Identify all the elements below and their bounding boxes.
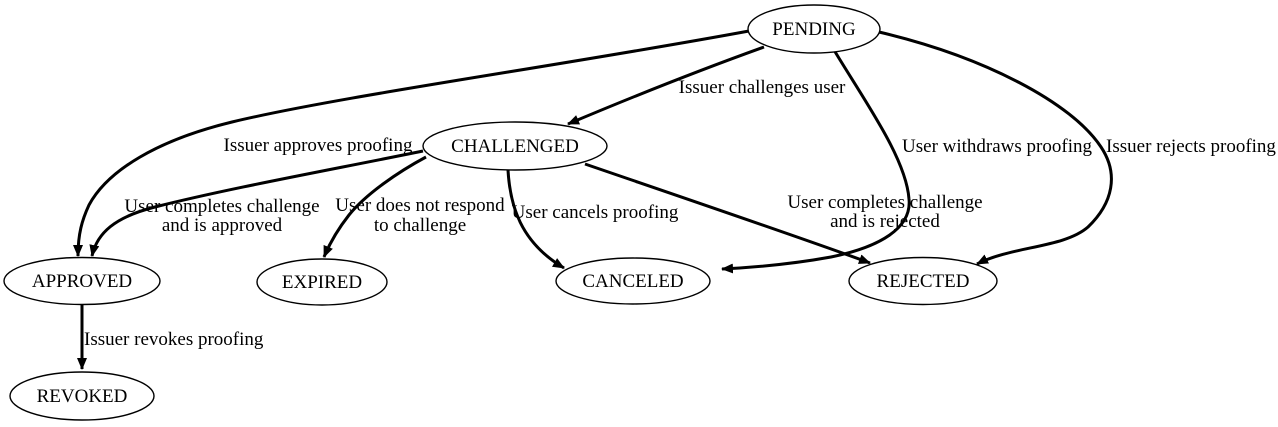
edge-labels-layer: Issuer challenges user Issuer approves p… xyxy=(84,77,1276,350)
edge-challenged-canceled xyxy=(506,169,565,270)
challenged-ellipse xyxy=(422,121,608,171)
edge-label-user-cancels-proofing: User cancels proofing xyxy=(512,202,679,223)
edge-pending-rejected xyxy=(878,30,1113,266)
canceled-label: CANCELED xyxy=(582,271,683,292)
state-node-rejected: REJECTED xyxy=(848,256,998,306)
expired-label: EXPIRED xyxy=(282,272,362,293)
edge-label-completes-rejected-line1: User completes challenge xyxy=(787,192,982,213)
canceled-ellipse xyxy=(555,257,711,305)
edge-pending-approved xyxy=(73,29,750,257)
nodes-layer: PENDING CHALLENGED APPROVED EXPIRED CANC… xyxy=(3,4,998,421)
state-node-pending: PENDING xyxy=(747,4,881,54)
challenged-label: CHALLENGED xyxy=(451,136,579,157)
edge-label-issuer-challenges-user: Issuer challenges user xyxy=(679,77,846,98)
expired-ellipse xyxy=(256,258,388,306)
state-node-canceled: CANCELED xyxy=(555,257,711,305)
edge-label-does-not-respond-line1: User does not respond xyxy=(335,195,505,216)
edge-label-issuer-revokes-proofing: Issuer revokes proofing xyxy=(84,329,264,350)
pending-ellipse xyxy=(747,4,881,54)
revoked-label: REVOKED xyxy=(37,386,128,407)
state-node-revoked: REVOKED xyxy=(9,371,155,421)
rejected-ellipse xyxy=(848,256,998,306)
approved-label: APPROVED xyxy=(32,271,132,292)
edge-label-completes-approved-line1: User completes challenge xyxy=(124,196,319,217)
rejected-label: REJECTED xyxy=(877,271,970,292)
state-node-expired: EXPIRED xyxy=(256,258,388,306)
edge-challenged-approved xyxy=(89,149,424,257)
edge-label-issuer-approves-proofing: Issuer approves proofing xyxy=(224,135,413,156)
revoked-ellipse xyxy=(9,371,155,421)
edge-label-completes-approved-line2: and is approved xyxy=(162,215,283,236)
edge-label-does-not-respond-line2: to challenge xyxy=(374,215,466,236)
edge-pending-challenged xyxy=(567,45,765,126)
state-node-approved: APPROVED xyxy=(3,256,161,306)
approved-ellipse xyxy=(3,256,161,306)
edges-layer xyxy=(73,29,1113,370)
edge-label-completes-rejected-line2: and is rejected xyxy=(830,211,940,232)
edge-label-user-withdraws-proofing: User withdraws proofing xyxy=(902,136,1092,157)
edge-pending-canceled xyxy=(721,49,911,274)
edge-label-issuer-rejects-proofing: Issuer rejects proofing xyxy=(1106,136,1276,157)
pending-label: PENDING xyxy=(772,19,856,40)
state-node-challenged: CHALLENGED xyxy=(422,121,608,171)
edge-challenged-expired xyxy=(322,155,427,258)
edge-challenged-rejected xyxy=(584,162,871,265)
